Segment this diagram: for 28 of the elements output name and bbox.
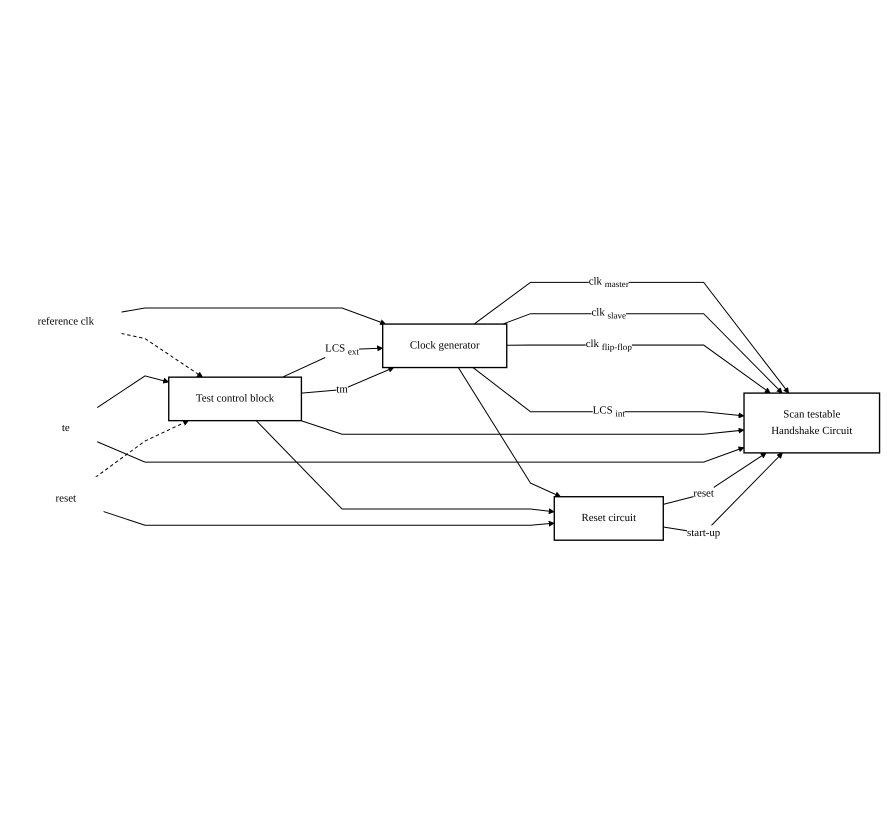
node-text: reset <box>56 492 76 504</box>
edge-label: start-up <box>687 527 720 539</box>
edge-label: LCS $_{int}$ <box>592 404 625 419</box>
node-box: Reset circuit <box>554 496 664 541</box>
edge-label: clk $_{slave}$ <box>591 306 626 321</box>
arrow <box>301 366 394 394</box>
arrow <box>95 420 189 478</box>
arrow <box>663 452 767 505</box>
node-box: Scan testable Handshake Circuit <box>743 392 880 454</box>
arrow <box>96 375 170 408</box>
edge-label: tm <box>336 384 348 396</box>
edge-label: reset <box>693 488 714 500</box>
arrow <box>103 510 555 527</box>
node-box: Clock generator <box>382 323 508 368</box>
edge-label: clk $_{master}$ <box>588 275 629 290</box>
node-box: Test control block <box>168 376 302 422</box>
arrow <box>458 367 561 498</box>
arrow <box>663 452 783 534</box>
edge-label: clk $_{flip-flop}$ <box>586 338 632 352</box>
arrow <box>121 308 386 325</box>
node-text: reference clk <box>38 315 94 328</box>
arrow <box>472 367 744 418</box>
arrow <box>96 441 744 463</box>
edge-label: LCS $_{ext}$ <box>325 342 359 357</box>
node-text: te <box>62 422 70 434</box>
arrow <box>300 420 744 435</box>
arrow <box>121 332 203 378</box>
arrow <box>256 420 555 514</box>
